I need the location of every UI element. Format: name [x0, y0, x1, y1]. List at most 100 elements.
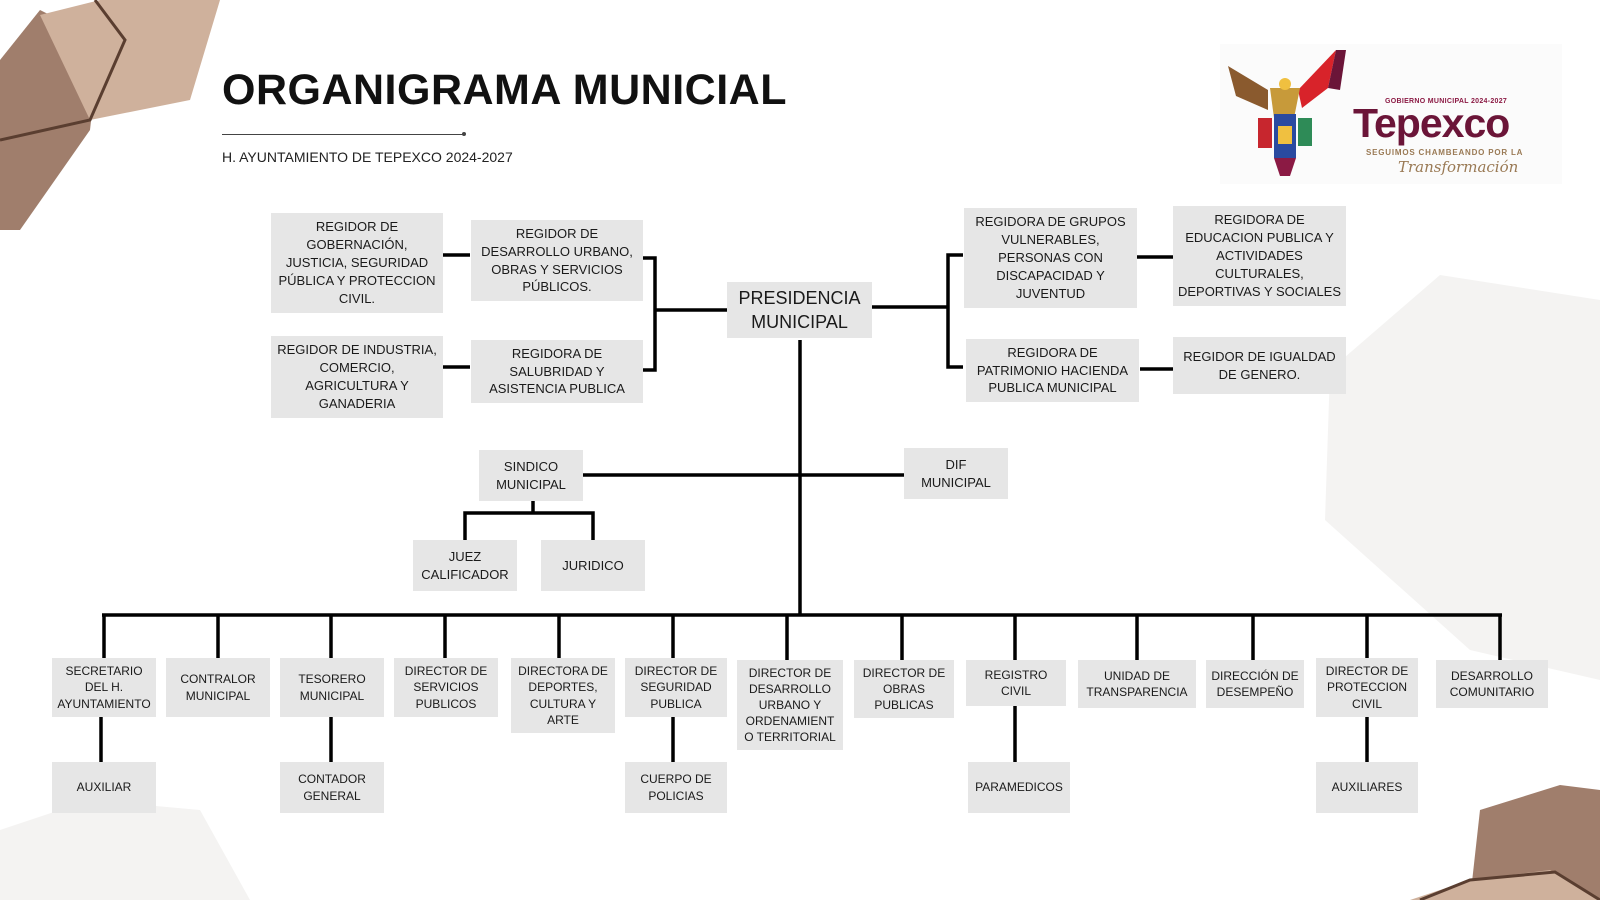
node-director-desarrollo-urbano: DIRECTOR DEDESARROLLOURBANO YORDENAMIENT… [737, 660, 843, 750]
node-label-line: DIRECTORA DE [518, 663, 608, 679]
node-label-line: DIF [921, 456, 991, 474]
node-label-line: ARTE [518, 712, 608, 728]
node-label-line: DIRECTOR DE [744, 665, 836, 681]
connector [948, 255, 963, 367]
node-direccion-desempeno: DIRECCIÓN DEDESEMPEÑO [1206, 660, 1304, 708]
node-label-line: PUBLICAS [863, 697, 945, 713]
node-label-line: DISCAPACIDAD Y [975, 267, 1125, 285]
node-sindico: SINDICOMUNICIPAL [479, 450, 583, 501]
node-contador-general: CONTADORGENERAL [280, 762, 384, 813]
node-label-line: ASISTENCIA PUBLICA [489, 380, 625, 398]
node-label-line: DIRECTOR DE [405, 663, 487, 679]
node-label-line: SERVICIOS [405, 679, 487, 695]
node-label-line: REGIDOR DE [481, 225, 633, 243]
node-regidora-grupos-vulnerables: REGIDORA DE GRUPOSVULNERABLES,PERSONAS C… [964, 208, 1137, 308]
node-label-line: OBRAS Y SERVICIOS [481, 261, 633, 279]
node-label-line: SECRETARIO [57, 663, 150, 679]
node-label-line: REGIDORA DE [489, 345, 625, 363]
node-label-line: JUVENTUD [975, 285, 1125, 303]
node-label-line: CONTADOR [298, 771, 366, 787]
node-label-line: REGIDOR DE INDUSTRIA, [277, 341, 437, 359]
node-label-line: CULTURALES, [1178, 265, 1341, 283]
node-label-line: TRANSPARENCIA [1086, 684, 1187, 700]
node-label-line: DEPORTIVAS Y SOCIALES [1178, 283, 1341, 301]
node-label-line: TESORERO [298, 671, 365, 687]
node-label-line: REGIDOR DE IGUALDAD [1183, 348, 1335, 366]
node-label-line: JUEZ [421, 548, 508, 566]
node-label-line: PUBLICA MUNICIPAL [977, 379, 1128, 397]
node-label-line: MUNICIPAL [921, 474, 991, 492]
node-label-line: REGIDORA DE [977, 344, 1128, 362]
node-label-line: CIVIL [1326, 696, 1408, 712]
node-label-line: AYUNTAMIENTO [57, 696, 150, 712]
node-label-line: DESARROLLO URBANO, [481, 243, 633, 261]
node-label-line: GANADERIA [277, 395, 437, 413]
node-label-line: GENERAL [298, 788, 366, 804]
node-label-line: JURIDICO [562, 557, 623, 575]
node-label-line: PRESIDENCIA [738, 286, 860, 310]
node-juridico: JURIDICO [541, 540, 645, 591]
node-label-line: MUNICIPAL [738, 310, 860, 334]
node-label-line: COMERCIO, [277, 359, 437, 377]
node-juez-calificador: JUEZCALIFICADOR [413, 540, 517, 591]
node-label-line: SEGURIDAD [635, 679, 717, 695]
node-tesorero: TESOREROMUNICIPAL [280, 658, 384, 717]
node-label-line: DEPORTES, [518, 679, 608, 695]
node-regidor-igualdad: REGIDOR DE IGUALDADDE GENERO. [1173, 337, 1346, 394]
node-label-line: GOBERNACIÓN, [278, 236, 435, 254]
connector [642, 258, 655, 370]
node-label-line: DIRECCIÓN DE [1211, 668, 1298, 684]
node-label-line: DESARROLLO [744, 681, 836, 697]
node-label-line: PROTECCION [1326, 679, 1408, 695]
node-label-line: DESEMPEÑO [1211, 684, 1298, 700]
node-registro-civil: REGISTRO CIVIL [966, 660, 1066, 706]
node-label-line: AGRICULTURA Y [277, 377, 437, 395]
node-director-servicios-publicos: DIRECTOR DESERVICIOSPUBLICOS [394, 658, 498, 717]
node-label-line: PUBLICA [635, 696, 717, 712]
node-label-line: PATRIMONIO HACIENDA [977, 362, 1128, 380]
node-label-line: SALUBRIDAD Y [489, 363, 625, 381]
node-regidor-industria: REGIDOR DE INDUSTRIA,COMERCIO,AGRICULTUR… [271, 336, 443, 418]
node-label-line: REGISTRO CIVIL [970, 667, 1062, 699]
node-auxiliares: AUXILIARES [1316, 762, 1418, 813]
node-label-line: CIVIL. [278, 290, 435, 308]
node-label-line: ACTIVIDADES [1178, 247, 1341, 265]
node-label-line: DIRECTOR DE [863, 665, 945, 681]
node-label-line: SINDICO [496, 458, 566, 476]
node-label-line: ORDENAMIENT [744, 713, 836, 729]
node-label-line: DE GENERO. [1183, 366, 1335, 384]
node-label-line: REGIDORA DE [1178, 211, 1341, 229]
node-label-line: MUNICIPAL [496, 476, 566, 494]
node-label-line: VULNERABLES, [975, 231, 1125, 249]
node-label-line: OBRAS [863, 681, 945, 697]
node-label-line: COMUNITARIO [1450, 684, 1534, 700]
node-label-line: POLICIAS [640, 788, 711, 804]
node-label-line: AUXILIARES [1332, 779, 1403, 795]
node-label-line: CULTURA Y [518, 696, 608, 712]
node-label-line: DIRECTOR DE [635, 663, 717, 679]
node-label-line: JUSTICIA, SEGURIDAD [278, 254, 435, 272]
node-label-line: AUXILIAR [77, 779, 132, 795]
node-label-line: DESARROLLO [1450, 668, 1534, 684]
node-paramedicos: PARAMEDICOS [968, 762, 1070, 813]
node-label-line: PARAMEDICOS [975, 779, 1063, 795]
node-label-line: DIRECTOR DE [1326, 663, 1408, 679]
node-label-line: CONTRALOR [180, 671, 255, 687]
node-label-line: REGIDOR DE [278, 218, 435, 236]
node-label-line: REGIDORA DE GRUPOS [975, 213, 1125, 231]
node-label-line: PUBLICOS [405, 696, 487, 712]
node-label-line: URBANO Y [744, 697, 836, 713]
